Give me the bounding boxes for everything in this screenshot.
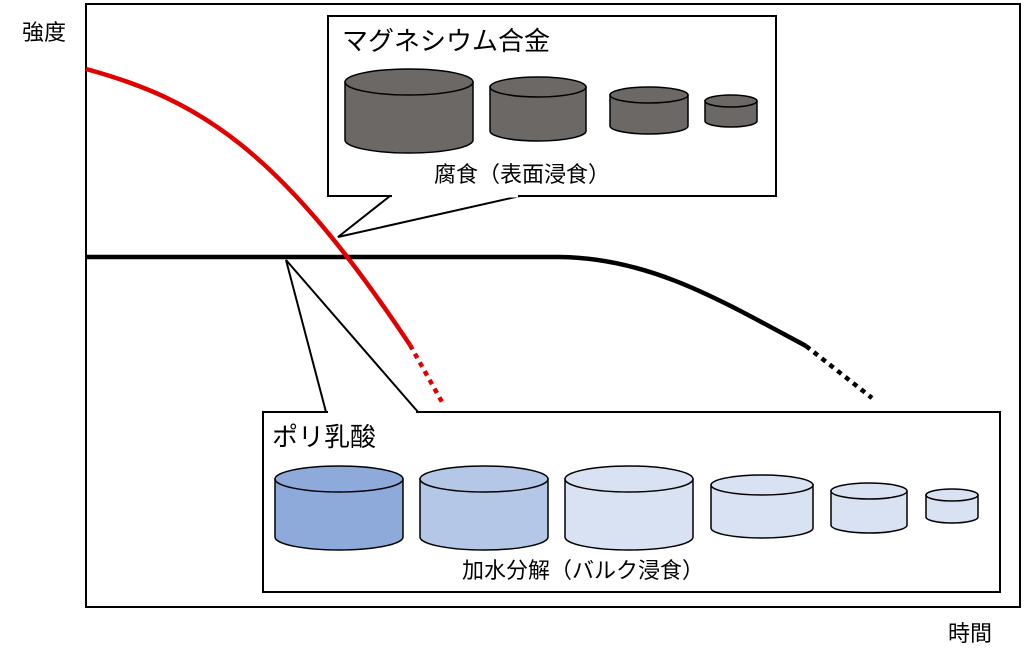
y-axis-label: 強度 xyxy=(22,21,66,46)
magnesium-cylinder-4 xyxy=(704,94,758,128)
pla-strength-curve xyxy=(86,254,808,348)
pla-strength-curve-dotted xyxy=(804,344,874,400)
pla-cylinders xyxy=(274,465,979,551)
pla-callout-title: ポリ乳酸 xyxy=(272,423,376,453)
pla-cylinder-2 xyxy=(419,465,549,551)
pla-cylinder-4 xyxy=(710,474,814,539)
magnesium-cylinder-1 xyxy=(344,68,474,154)
pla-cylinder-3 xyxy=(564,465,694,551)
magnesium-callout-title: マグネシウム合金 xyxy=(342,27,550,57)
magnesium-callout: マグネシウム合金 腐食（表面浸食） xyxy=(327,15,777,238)
magnesium-cylinder-2 xyxy=(489,76,587,142)
magnesium-callout-caption: 腐食（表面浸食） xyxy=(434,163,610,188)
magnesium-strength-curve-dotted xyxy=(408,343,444,404)
pla-cylinder-5 xyxy=(830,482,908,534)
magnesium-strength-curve xyxy=(85,66,412,347)
x-axis-label: 時間 xyxy=(948,622,992,647)
magnesium-cylinder-3 xyxy=(609,86,689,135)
pla-cylinder-6 xyxy=(925,488,979,524)
pla-callout-caption: 加水分解（バルク浸食） xyxy=(462,559,704,584)
pla-cylinder-1 xyxy=(274,465,404,551)
pla-callout: ポリ乳酸 加水分解（バルク浸食） xyxy=(262,259,1001,593)
magnesium-cylinders xyxy=(344,68,758,154)
